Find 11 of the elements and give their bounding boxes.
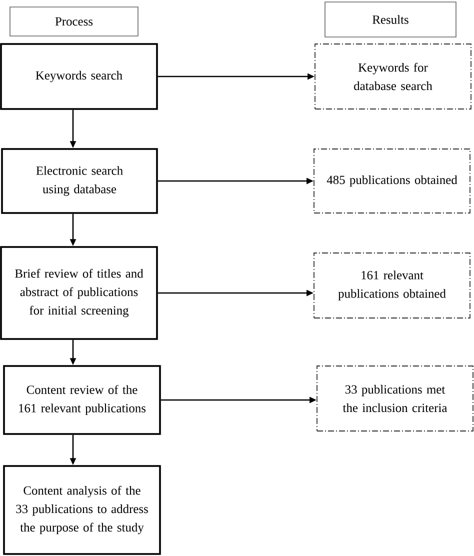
process-box: Brief review of titles and abstract of publications for initial screening <box>0 246 158 340</box>
process-box: Content analysis of the 33 publications to address the purpose of the study <box>3 465 161 555</box>
process-box: Content review of the 161 relevant publications <box>3 365 161 435</box>
result-box: 161 relevant publications obtained <box>314 252 470 318</box>
result-box: Keywords for database search <box>314 44 472 110</box>
process-box: Keywords search <box>0 43 158 110</box>
result-box: 485 publications obtained <box>314 148 470 214</box>
process-box: Electronic search using database <box>1 148 158 214</box>
column-header: Process <box>10 6 138 36</box>
column-header: Results <box>324 2 456 38</box>
result-box: 33 publications met the inclusion criteria <box>316 366 474 432</box>
